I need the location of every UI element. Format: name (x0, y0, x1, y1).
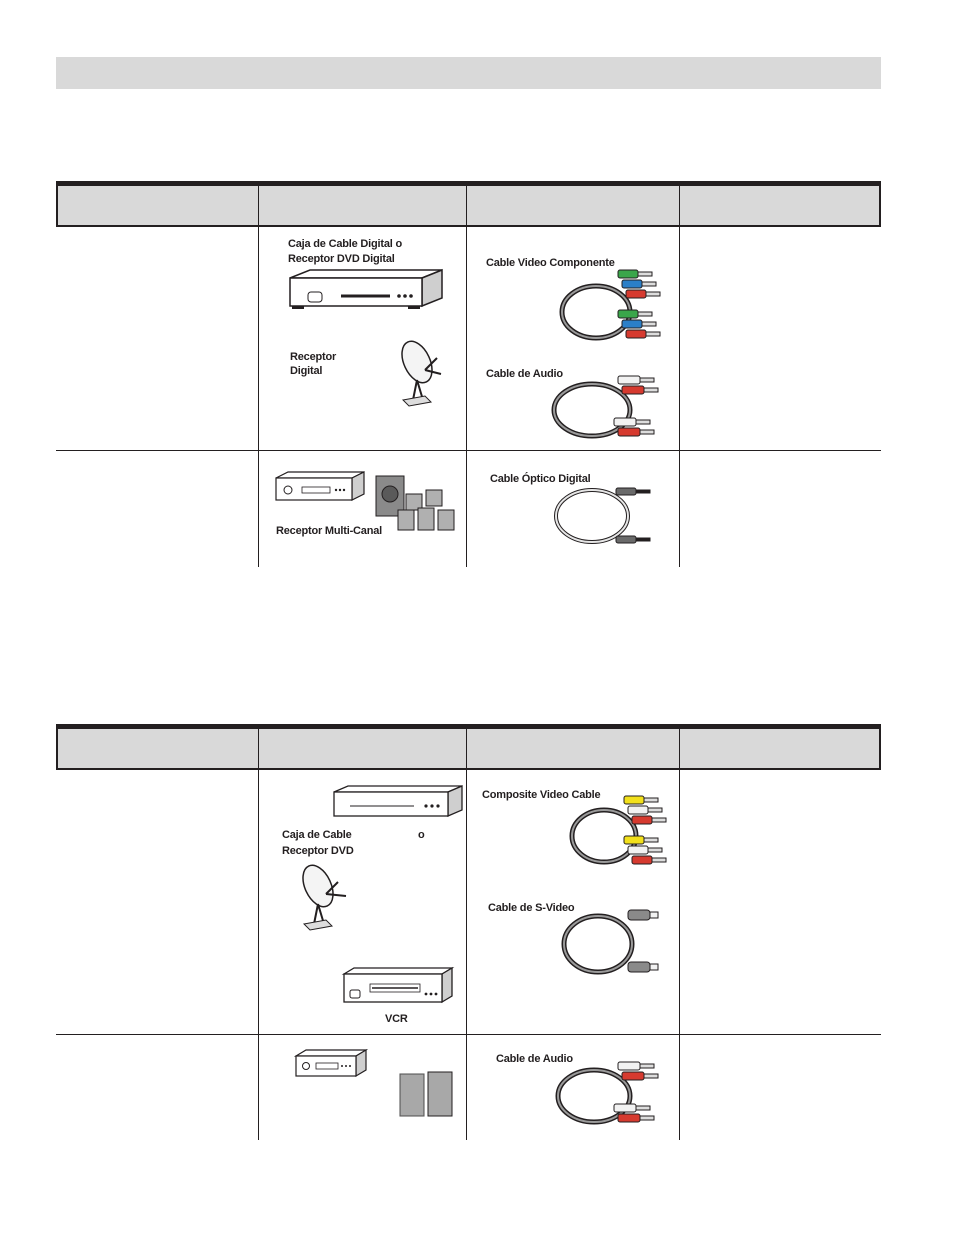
header-col-sep (679, 186, 680, 227)
device-label: Caja de Cable (282, 829, 352, 841)
composite-video-cable-icon (569, 795, 667, 865)
header-col-sep (679, 729, 680, 770)
audio-cable-icon (555, 1061, 659, 1125)
vcr-label: VCR (385, 1013, 408, 1025)
cable-label: Composite Video Cable (482, 789, 601, 801)
s-video-cable-icon (561, 909, 659, 975)
multichannel-receiver-illustration (275, 471, 455, 531)
satellite-dish-icon (302, 864, 347, 931)
cable-label: Cable de Audio (496, 1053, 573, 1065)
table-header-row (56, 186, 881, 227)
satellite-label: Receptor (290, 351, 337, 363)
device-label: Receptor DVD Digital (288, 253, 395, 265)
device-label: o (418, 829, 425, 841)
cable-label: Cable de Audio (486, 368, 563, 380)
cable-label: Cable Video Componente (486, 257, 615, 269)
connection-table-2 (56, 724, 881, 1140)
cable-label: Cable Óptico Digital (490, 473, 591, 485)
body-col-sep (258, 227, 259, 567)
section-header-bar (56, 57, 881, 89)
vcr-illustration (341, 966, 455, 1004)
optical-cable-icon (554, 487, 651, 544)
table-top-rule (56, 181, 881, 186)
device-label: Receptor DVD (282, 845, 354, 857)
satellite-label: Digital (290, 365, 323, 377)
cable-label: Cable de S-Video (488, 902, 575, 914)
row-sep (56, 1034, 881, 1035)
row-sep (56, 450, 881, 451)
set-top-box-illustration (333, 785, 463, 817)
audio-cable-icon (551, 375, 659, 439)
table-header-row (56, 729, 881, 770)
header-col-sep (466, 729, 467, 770)
device-label: Caja de Cable Digital o (288, 238, 402, 250)
body-col-sep (679, 770, 680, 1140)
body-col-sep (466, 770, 467, 1140)
body-col-sep (679, 227, 680, 567)
header-col-sep (466, 186, 467, 227)
body-col-sep (466, 227, 467, 567)
connection-table-1 (56, 181, 881, 567)
header-col-sep (258, 186, 259, 227)
component-video-cable-icon (559, 269, 661, 341)
header-col-sep (258, 729, 259, 770)
set-top-box-illustration (289, 268, 443, 309)
receiver-speakers-illustration (293, 1048, 453, 1117)
satellite-dish-icon (401, 340, 442, 407)
table-top-rule (56, 724, 881, 729)
device-label: Receptor Multi-Canal (276, 525, 383, 537)
body-col-sep (258, 770, 259, 1140)
